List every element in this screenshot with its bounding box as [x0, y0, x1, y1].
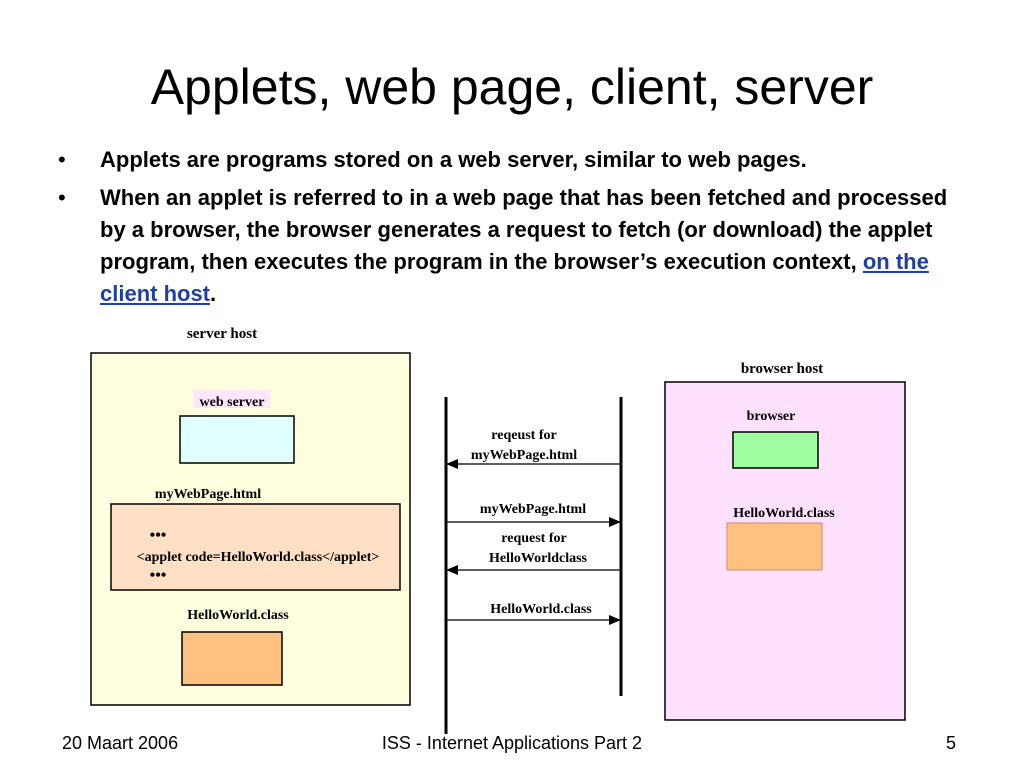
client-host-link[interactable]: on the client host: [100, 249, 929, 306]
page-dots-bottom: •••: [150, 567, 167, 584]
message-label: myWebPage.html: [471, 448, 577, 463]
slide-title: Applets, web page, client, server: [150, 59, 874, 115]
browser-class-box: [726, 522, 823, 571]
bullet-tail: .: [210, 281, 217, 306]
footer-date: 20 Maart 2006: [62, 733, 179, 753]
web-page-label: myWebPage.html: [155, 487, 261, 502]
message-label: HelloWorldclass: [489, 551, 588, 566]
browser-class-label: HelloWorld.class: [733, 506, 835, 521]
bullet-text: When an applet is referred to in a web p…: [100, 185, 948, 274]
page-number: 5: [946, 733, 957, 753]
web-server-label-bg: [194, 390, 270, 408]
page-dots-top: •••: [150, 527, 167, 544]
browser-box: [732, 431, 819, 469]
bullet-marker: •: [58, 147, 66, 172]
message-label: HelloWorld.class: [490, 602, 592, 617]
bullet-list: • Applets are programs stored on a web s…: [56, 144, 976, 316]
bullet-text: Applets are programs stored on a web ser…: [100, 147, 807, 172]
browser-host-label: browser host: [741, 361, 823, 377]
bullet-marker: •: [58, 185, 66, 210]
applet-tag-code: <applet code=HelloWorld.class</applet>: [137, 550, 380, 565]
server-host-label: server host: [187, 326, 257, 342]
browser-label: browser: [747, 409, 796, 424]
message-label: myWebPage.html: [480, 502, 586, 517]
message-label: request for: [501, 531, 566, 546]
web-server-label: web server: [200, 395, 265, 410]
footer-course: ISS - Internet Applications Part 2: [381, 733, 643, 753]
web-server-box: [179, 415, 295, 464]
server-class-box: [181, 631, 283, 686]
bullet-item: • When an applet is referred to in a web…: [56, 182, 976, 310]
message-label: reqeust for: [491, 428, 556, 443]
server-class-label: HelloWorld.class: [187, 608, 289, 623]
web-page-box: [110, 503, 401, 591]
bullet-item: • Applets are programs stored on a web s…: [56, 144, 976, 176]
